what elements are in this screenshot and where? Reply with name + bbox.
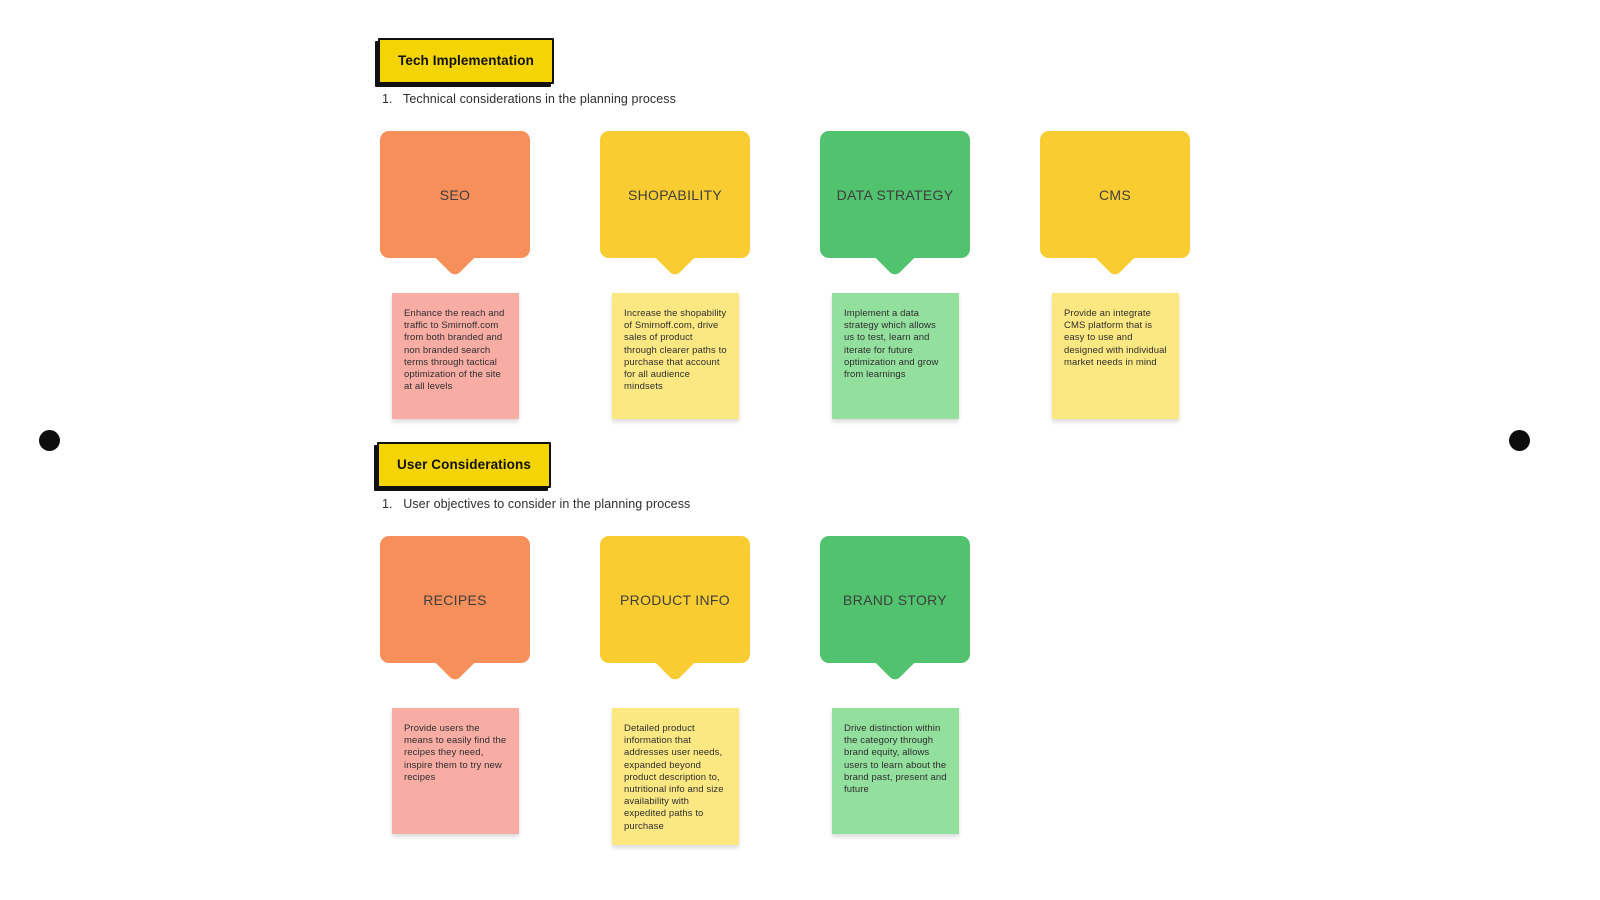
section-badge[interactable]: Tech Implementation	[378, 38, 554, 84]
bubble-tail	[433, 234, 477, 278]
sticky-data-strategy[interactable]: Implement a data strategy which allows u…	[832, 293, 959, 419]
section-note[interactable]: 1. User objectives to consider in the pl…	[382, 497, 690, 511]
bubble-product-info[interactable]: PRODUCT INFO	[600, 536, 750, 683]
canvas-dot-left[interactable]	[39, 430, 60, 451]
section-note[interactable]: 1. Technical considerations in the plann…	[382, 92, 676, 106]
topic-card-seo: SEO Enhance the reach and traffic to Smir…	[380, 131, 600, 431]
topic-card-recipes: RECIPES Provide users the means to easily…	[380, 536, 600, 856]
sticky-shopability[interactable]: Increase the shopability of Smirnoff.com…	[612, 293, 739, 419]
sticky-brand-story[interactable]: Drive distinction within the category th…	[832, 708, 959, 834]
card-row: RECIPES Provide users the means to easily…	[380, 536, 1600, 856]
topic-title: SEO	[439, 186, 471, 203]
bubble-tail	[873, 639, 917, 683]
section-badge-label: User Considerations	[397, 457, 531, 472]
sticky-seo[interactable]: Enhance the reach and traffic to Smirnof…	[392, 293, 519, 419]
bubble-brand-story[interactable]: BRAND STORY	[820, 536, 970, 683]
sticky-cms[interactable]: Provide an integrate CMS platform that i…	[1052, 293, 1179, 419]
bubble-tail	[873, 234, 917, 278]
bubble-tail	[1093, 234, 1137, 278]
topic-card-brand-story: BRAND STORY Drive distinction within the …	[820, 536, 1040, 856]
canvas-dot-right[interactable]	[1509, 430, 1530, 451]
card-row: SEO Enhance the reach and traffic to Smir…	[380, 131, 1600, 431]
topic-title: BRAND STORY	[843, 591, 947, 608]
topic-card-cms: CMS Provide an integrate CMS platform tha…	[1040, 131, 1260, 431]
note-text: Technical considerations in the planning…	[402, 92, 677, 106]
topic-title: CMS	[1098, 186, 1131, 203]
note-number: 1.	[382, 92, 393, 106]
note-number: 1.	[382, 497, 393, 511]
bubble-recipes[interactable]: RECIPES	[380, 536, 530, 683]
topic-title: RECIPES	[423, 591, 487, 608]
section-badge-label: Tech Implementation	[398, 53, 534, 68]
bubble-tail	[653, 234, 697, 278]
topic-title: DATA STRATEGY	[836, 186, 954, 203]
note-text: User objectives to consider in the plann…	[403, 497, 691, 511]
section-badge[interactable]: User Considerations	[377, 442, 551, 488]
bubble-seo[interactable]: SEO	[380, 131, 530, 278]
bubble-tail	[433, 639, 477, 683]
bubble-shopability[interactable]: SHOPABILITY	[600, 131, 750, 278]
sticky-product-info[interactable]: Detailed product information that addres…	[612, 708, 739, 845]
topic-title: PRODUCT INFO	[620, 591, 730, 608]
bubble-cms[interactable]: CMS	[1040, 131, 1190, 278]
topic-card-shopability: SHOPABILITY Increase the shopability of S…	[600, 131, 820, 431]
bubble-tail	[653, 639, 697, 683]
topic-card-data-strategy: DATA STRATEGY Implement a data strategy w…	[820, 131, 1040, 431]
topic-title: SHOPABILITY	[627, 186, 723, 203]
sticky-recipes[interactable]: Provide users the means to easily find t…	[392, 708, 519, 834]
bubble-data-strategy[interactable]: DATA STRATEGY	[820, 131, 970, 278]
topic-card-product-info: PRODUCT INFO Detailed product information…	[600, 536, 820, 856]
